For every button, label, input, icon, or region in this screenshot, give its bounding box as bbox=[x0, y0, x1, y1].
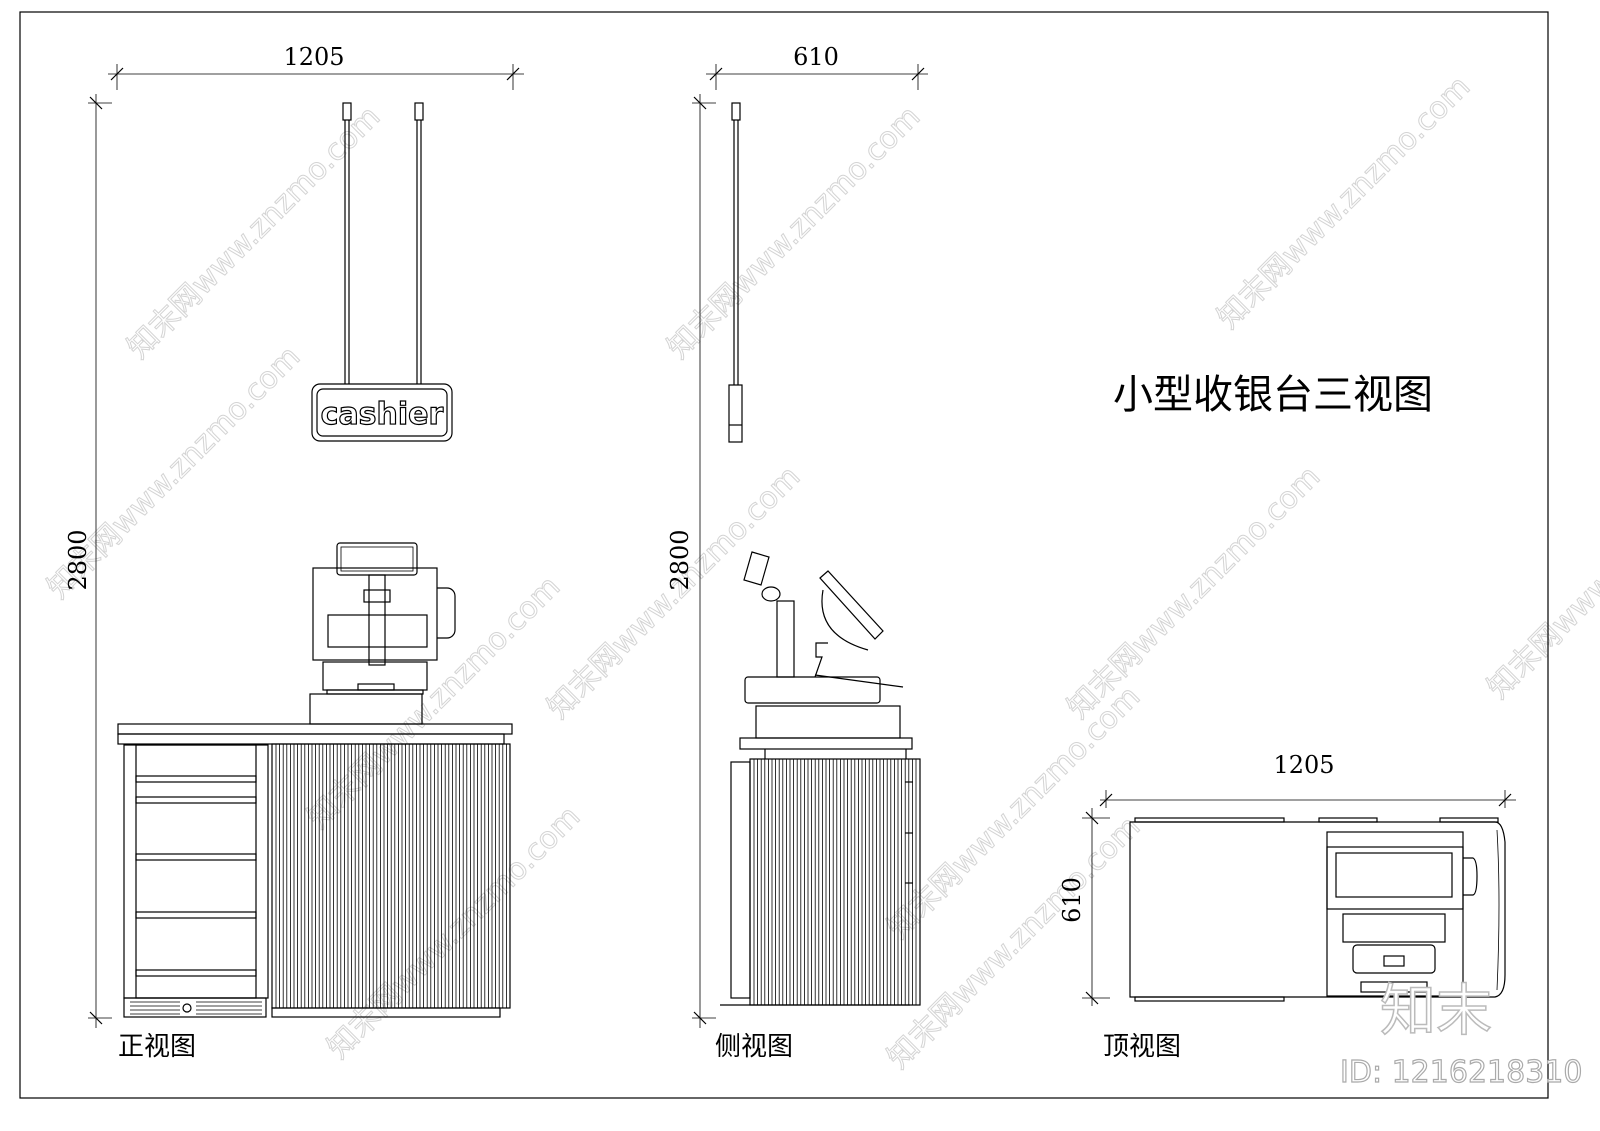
watermark-id: ID: 1216218310 bbox=[1340, 1055, 1582, 1090]
pos-terminal-front bbox=[309, 542, 456, 725]
front-view-label: 正视图 bbox=[118, 1032, 196, 1062]
watermark-text: 知末网www.znzmo.com bbox=[881, 679, 1147, 945]
side-width-label: 610 bbox=[793, 43, 839, 71]
fridge-shelves bbox=[135, 775, 257, 977]
counter-top-plan bbox=[1129, 817, 1506, 1002]
top-view: 1205 610 顶视图 bbox=[1058, 751, 1516, 1062]
watermark-text: 知末网www.znzmo.com bbox=[1481, 439, 1600, 705]
front-width-dimension: 1205 bbox=[108, 43, 524, 90]
counter-front bbox=[117, 723, 513, 1018]
counter-side bbox=[720, 758, 921, 1006]
watermark-text: 知末网www.znzmo.com bbox=[121, 99, 387, 365]
side-height-dimension: 2800 bbox=[666, 94, 716, 1028]
watermark-text: 知末网www.znzmo.com bbox=[1211, 69, 1477, 335]
drawing-title: 小型收银台三视图 bbox=[1113, 372, 1433, 418]
top-width-label: 1205 bbox=[1273, 751, 1334, 779]
front-view: 1205 2800 cashier bbox=[64, 43, 524, 1062]
watermark-text: 知末网www.znzmo.com bbox=[541, 459, 807, 725]
cashier-sign: cashier bbox=[311, 102, 453, 442]
watermark-text: 知末网www.znzmo.com bbox=[1061, 459, 1327, 725]
watermark-text: 知末网www.znzmo.com bbox=[661, 99, 927, 365]
top-width-dimension: 1205 bbox=[1099, 751, 1516, 808]
watermark-text: 知末网www.znzmo.com bbox=[321, 799, 587, 1065]
side-width-dimension: 610 bbox=[706, 43, 928, 90]
drawing-border bbox=[19, 11, 1549, 1099]
front-height-dimension: 2800 bbox=[64, 94, 112, 1028]
front-height-label: 2800 bbox=[64, 529, 92, 590]
pos-terminal-side bbox=[739, 551, 913, 759]
front-width-label: 1205 bbox=[283, 43, 344, 71]
hanging-sign-side bbox=[728, 102, 743, 443]
side-view-label: 侧视图 bbox=[715, 1032, 793, 1062]
watermark-logo: 知末 bbox=[1380, 979, 1492, 1044]
top-view-label: 顶视图 bbox=[1103, 1032, 1181, 1062]
top-depth-label: 610 bbox=[1058, 877, 1086, 923]
side-height-label: 2800 bbox=[666, 529, 694, 590]
top-depth-dimension: 610 bbox=[1058, 808, 1110, 1006]
sign-text: cashier bbox=[321, 397, 444, 432]
side-view: 610 2800 bbox=[666, 43, 928, 1062]
